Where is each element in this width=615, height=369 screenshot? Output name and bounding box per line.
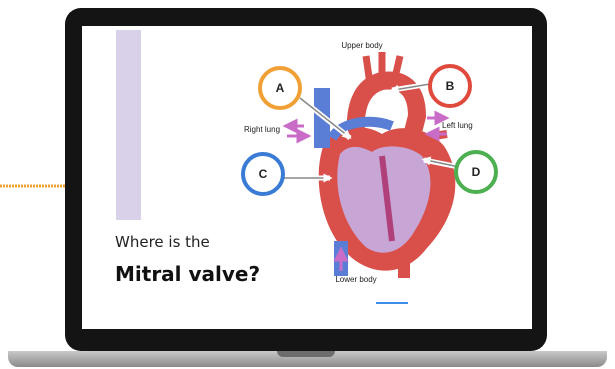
slide-screen: Where is the Mitral valve? Upper body — [82, 26, 532, 329]
label-right-lung: Right lung — [244, 125, 280, 134]
marker-d[interactable]: D — [456, 152, 496, 192]
laptop-notch — [277, 351, 335, 357]
marker-b[interactable]: B — [430, 66, 470, 106]
marker-c-letter: C — [259, 167, 268, 181]
aorta-branches — [366, 52, 400, 84]
label-upper-body: Upper body — [341, 41, 382, 50]
marker-a[interactable]: A — [260, 68, 300, 108]
heart-diagram: Upper body Right lung Left lung Lower bo… — [232, 26, 532, 294]
accent-bar — [116, 30, 141, 220]
marker-c[interactable]: C — [243, 154, 283, 194]
marker-d-letter: D — [472, 165, 481, 179]
marker-a-letter: A — [276, 81, 285, 95]
question-line-1: Where is the — [115, 233, 210, 251]
label-lower-body: Lower body — [335, 275, 376, 284]
descending-aorta — [398, 256, 410, 278]
progress-indicator — [376, 302, 408, 304]
label-left-lung: Left lung — [442, 121, 473, 130]
marker-b-letter: B — [446, 79, 455, 93]
